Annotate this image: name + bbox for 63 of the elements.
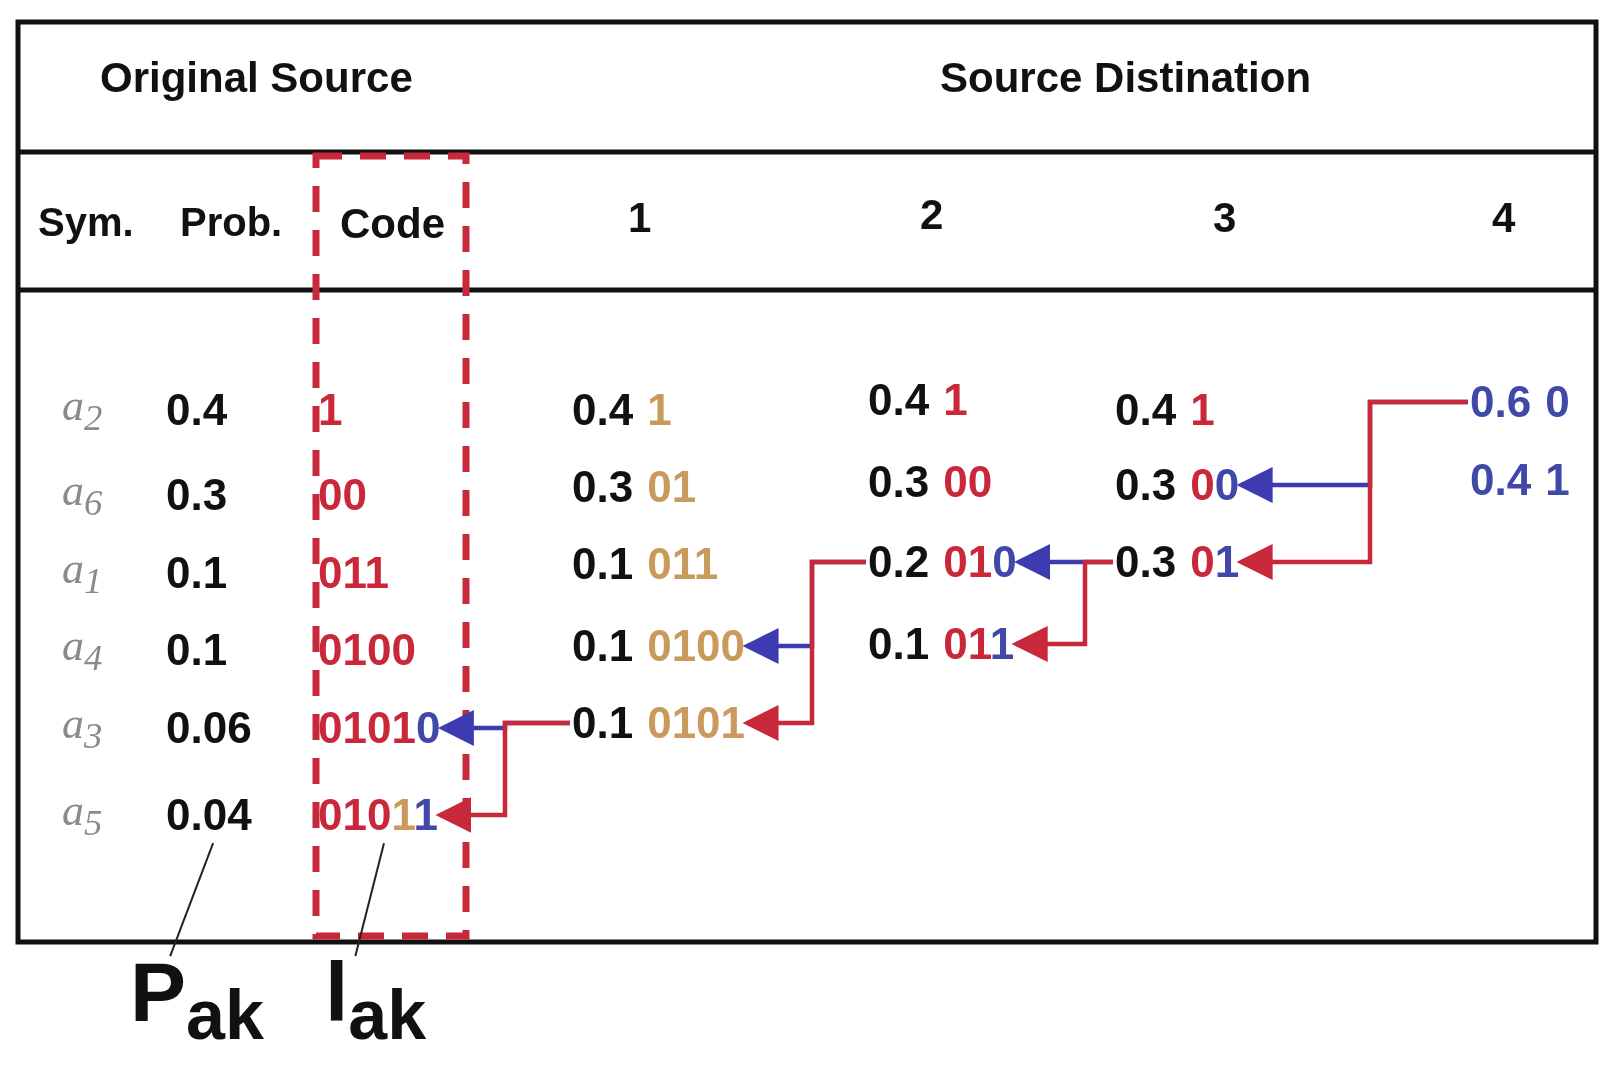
probability-value: 0.1 (572, 621, 634, 671)
section-heading: Source Distination (940, 54, 1312, 102)
probability-value: 0.3 (166, 470, 228, 520)
code-word: 00 (318, 470, 367, 520)
code-word: 0100 (318, 625, 416, 675)
dashed-box (312, 152, 470, 940)
code-word: 1 (943, 375, 968, 425)
probability-value: 0.4 (166, 385, 228, 435)
symbol-name: a$_{4}$ (62, 621, 103, 679)
leader-line (169, 842, 215, 958)
probability-value: 0.2 (868, 537, 930, 587)
probability-value: 0.04 (166, 790, 252, 840)
symbol-name: a$_{2}$ (62, 381, 103, 439)
code-word: 1 (647, 385, 672, 435)
symbol-label: l$_{ak}$ (325, 950, 427, 1050)
column-header: 4 (1492, 194, 1516, 242)
symbol-name: a$_{3}$ (62, 699, 103, 757)
code-word: 0101 (647, 698, 746, 748)
probability-value: 0.4 (572, 385, 634, 435)
symbol-name: a$_{5}$ (62, 786, 103, 844)
probability-value: 0.1 (868, 619, 930, 669)
column-header: 3 (1213, 194, 1237, 242)
probability-value: 0.3 (868, 457, 930, 507)
code-word: 010 (943, 537, 1017, 587)
code-word: 011 (318, 548, 389, 598)
probability-value: 0.6 (1470, 377, 1532, 427)
section-heading: Original Source (100, 54, 413, 102)
probability-value: 0.4 (1115, 385, 1177, 435)
probability-value: 0.4 (868, 375, 930, 425)
column-header: Code (340, 200, 445, 248)
code-word: 0100 (647, 621, 746, 671)
code-word: 011 (943, 619, 1015, 669)
symbol-name: a$_{6}$ (62, 466, 103, 524)
probability-value: 0.1 (572, 698, 634, 748)
code-word: 011 (647, 539, 719, 589)
code-word: 00 (1190, 460, 1240, 510)
code-word: 1 (1190, 385, 1215, 435)
probability-value: 0.06 (166, 703, 252, 753)
code-word: 0 (1545, 377, 1570, 427)
merge-arrow (435, 720, 570, 833)
probability-value: 0.3 (572, 462, 634, 512)
code-word: 01 (1190, 537, 1240, 587)
code-word: 1 (318, 385, 343, 435)
symbol-label: P$_{ak}$ (130, 950, 264, 1050)
code-word: 1 (1545, 455, 1570, 505)
probability-value: 0.1 (166, 625, 228, 675)
probability-value: 0.3 (1115, 537, 1177, 587)
column-header: 1 (628, 194, 652, 242)
merge-arrow (1011, 559, 1113, 662)
code-word: 01010 (318, 703, 441, 753)
code-word: 01 (647, 462, 697, 512)
column-header: 2 (920, 191, 944, 239)
code-word: 01011 (318, 790, 438, 840)
merge-arrow (1236, 399, 1468, 580)
probability-value: 0.4 (1470, 455, 1532, 505)
symbol-name: a$_{1}$ (62, 544, 103, 602)
code-word: 00 (943, 457, 993, 507)
probability-value: 0.1 (572, 539, 634, 589)
column-header: Prob. (180, 200, 283, 244)
merge-arrow (742, 559, 866, 741)
probability-value: 0.1 (166, 548, 228, 598)
probability-value: 0.3 (1115, 460, 1177, 510)
column-header: Sym. (38, 200, 134, 244)
